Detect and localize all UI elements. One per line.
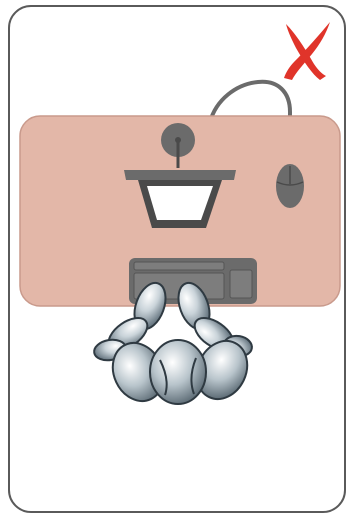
mouse-icon: [276, 164, 304, 208]
